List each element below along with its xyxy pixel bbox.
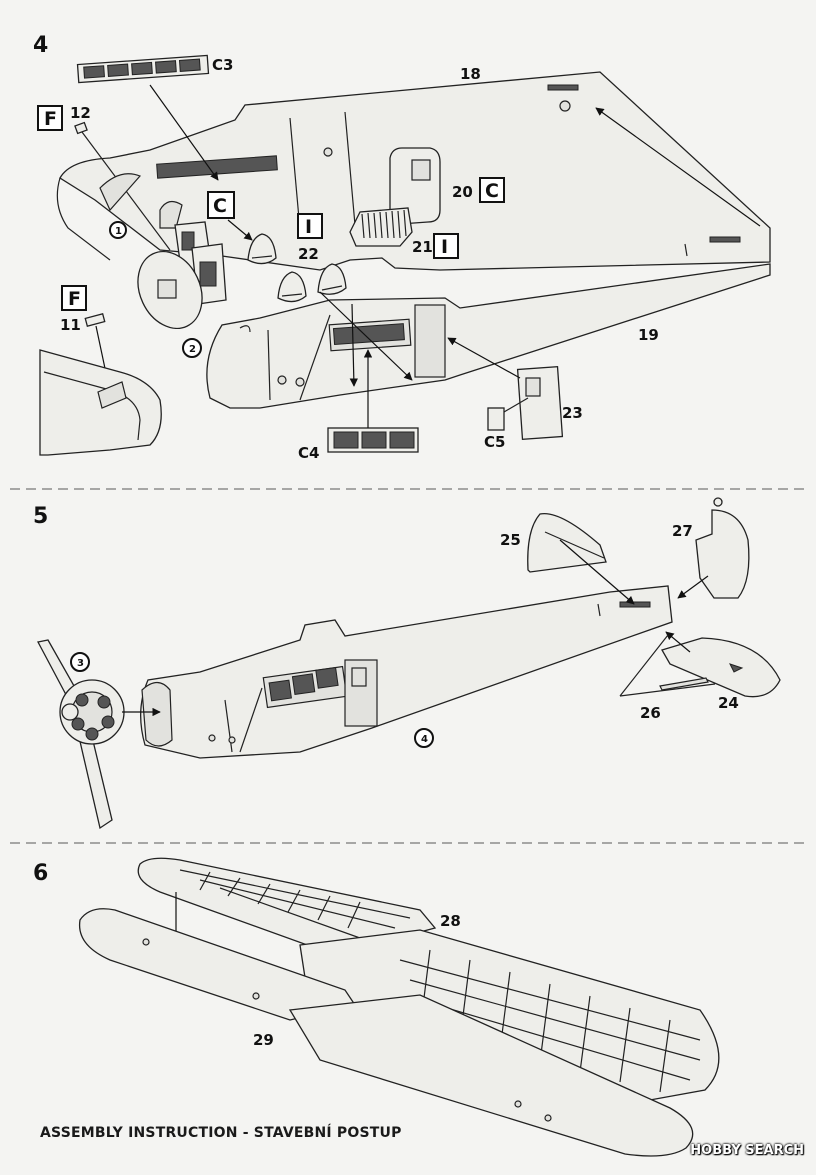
part-label-27: 27	[672, 522, 693, 540]
arrow-icon	[559, 539, 635, 605]
part-label-26: 26	[640, 704, 661, 722]
sprue-tag-icon	[207, 191, 235, 219]
subassembly-marker: 4	[421, 734, 428, 745]
sprue-tag-icon	[479, 177, 505, 203]
sprue-tag-icon	[433, 233, 459, 259]
part-c3	[76, 54, 210, 84]
circle-number-icon	[109, 221, 127, 239]
watermark-text: HOBBY SEARCH	[690, 1143, 804, 1158]
arrow-icon	[665, 631, 691, 653]
step-number: 4	[33, 33, 48, 58]
sprue-tag-f: F	[44, 108, 57, 130]
sprue-tag-c: C	[213, 195, 227, 217]
part-27	[695, 497, 750, 599]
part-25	[527, 512, 607, 573]
circle-number-icon	[70, 652, 90, 672]
part-label-c4: C4	[298, 444, 319, 462]
propeller-engine	[37, 639, 125, 830]
arrow-icon	[319, 291, 413, 381]
part-label-21: 21	[412, 238, 433, 256]
sprue-tag-icon	[61, 285, 87, 311]
part-label-11: 11	[60, 316, 81, 334]
part-label-25: 25	[500, 531, 521, 549]
part-label-18: 18	[460, 65, 481, 83]
arrow-icon	[349, 303, 359, 387]
part-label-24: 24	[718, 694, 739, 712]
part-label-29: 29	[253, 1031, 274, 1049]
sprue-tag-i: I	[441, 236, 448, 258]
part-label-28: 28	[440, 912, 461, 930]
part-c4	[327, 427, 419, 453]
part-24	[661, 637, 781, 698]
step-number: 6	[33, 861, 48, 886]
cockpit-interior	[99, 173, 227, 305]
step-number: 5	[33, 504, 48, 529]
sprue-tag-i: I	[305, 216, 312, 238]
subassembly-marker: 3	[77, 658, 84, 669]
circle-number-icon	[182, 338, 202, 358]
subassembly-marker: 2	[189, 344, 196, 355]
part-28-upper-wing	[137, 857, 720, 1101]
fuselage-half-19	[206, 263, 771, 409]
sprue-tag-icon	[297, 213, 323, 239]
footer-title: ASSEMBLY INSTRUCTION - STAVEBNÍ POSTUP	[40, 1125, 402, 1141]
nose-detail	[39, 349, 162, 456]
part-11	[84, 313, 106, 327]
part-label-19: 19	[638, 326, 659, 344]
arrow-icon	[677, 575, 709, 599]
arrow-icon	[149, 84, 219, 181]
part-26	[619, 634, 716, 697]
fuselage-assembled	[140, 585, 673, 759]
part-21	[349, 207, 413, 247]
part-label-12: 12	[70, 104, 91, 122]
part-label-22: 22	[298, 245, 319, 263]
circle-number-icon	[414, 728, 434, 748]
arrow-icon	[447, 337, 521, 379]
firewall-panel	[137, 250, 203, 330]
sprue-tag-c: C	[485, 180, 499, 202]
part-23	[487, 365, 564, 441]
sprue-tag-f: F	[68, 288, 81, 310]
part-c5	[487, 407, 505, 431]
part-label-20: 20	[452, 183, 473, 201]
part-label-c5: C5	[484, 433, 505, 451]
arrow-icon	[227, 219, 253, 241]
subassembly-marker: 1	[115, 226, 122, 237]
arrow-icon	[595, 107, 761, 227]
part-label-c3: C3	[212, 56, 233, 74]
part-label-23: 23	[562, 404, 583, 422]
sprue-tag-icon	[37, 105, 63, 131]
part-12	[74, 121, 88, 135]
part-22	[247, 233, 347, 303]
part-29-lower-wing	[78, 908, 694, 1157]
